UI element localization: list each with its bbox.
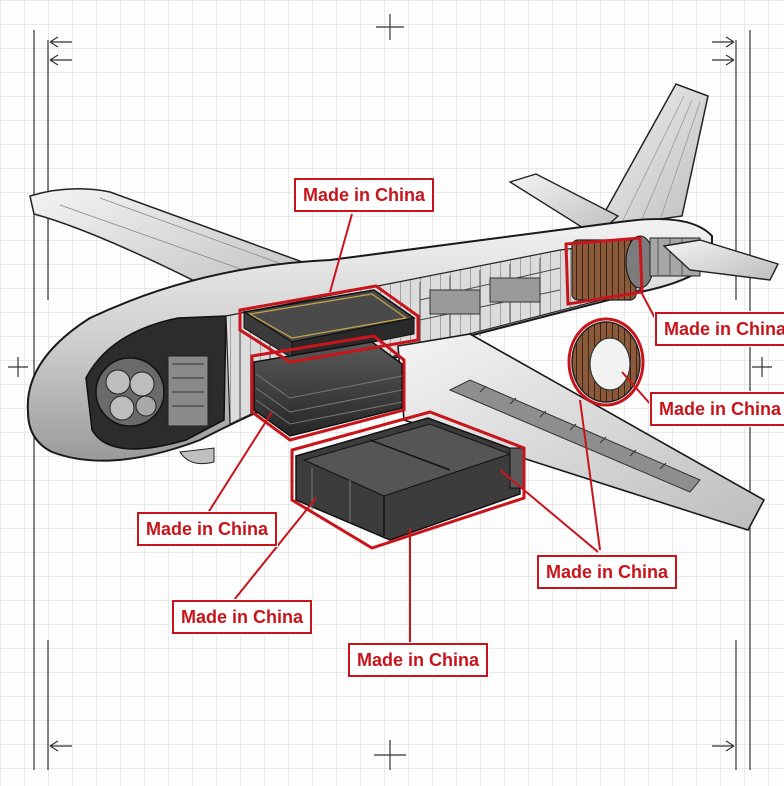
stacked-battery-packs: [253, 341, 403, 437]
callout-label: Made in China: [664, 319, 784, 339]
callout-lower-battery-left: Made in China: [172, 600, 313, 634]
callout-lower-battery-bottom: Made in China: [348, 643, 489, 677]
callout-label: Made in China: [546, 562, 669, 582]
highlight-outlines: [238, 236, 645, 550]
callout-stacked-batteries: Made in China: [137, 512, 278, 546]
callout-top-electronics: Made in China: [294, 178, 435, 212]
callout-tail-motor: Made in China: [655, 312, 784, 346]
dimension-marks: [8, 14, 772, 770]
right-stabilizer: [662, 239, 779, 281]
top-electronics-module: [241, 289, 416, 359]
leader-lines: [205, 213, 657, 644]
callout-label: Made in China: [659, 399, 782, 419]
motor-stator-ring: [571, 321, 641, 403]
callout-stator-ring: Made in China: [650, 392, 784, 426]
vertical-stabilizer: [594, 83, 709, 229]
lower-battery-module: [295, 417, 525, 541]
callout-wing-module: Made in China: [537, 555, 678, 589]
callout-label: Made in China: [146, 519, 269, 539]
wing-cutaway: [448, 379, 701, 493]
callout-label: Made in China: [303, 185, 426, 205]
left-stabilizer: [508, 173, 620, 237]
nose-motor: [95, 355, 209, 427]
callout-label: Made in China: [357, 650, 480, 670]
callout-label: Made in China: [181, 607, 304, 627]
